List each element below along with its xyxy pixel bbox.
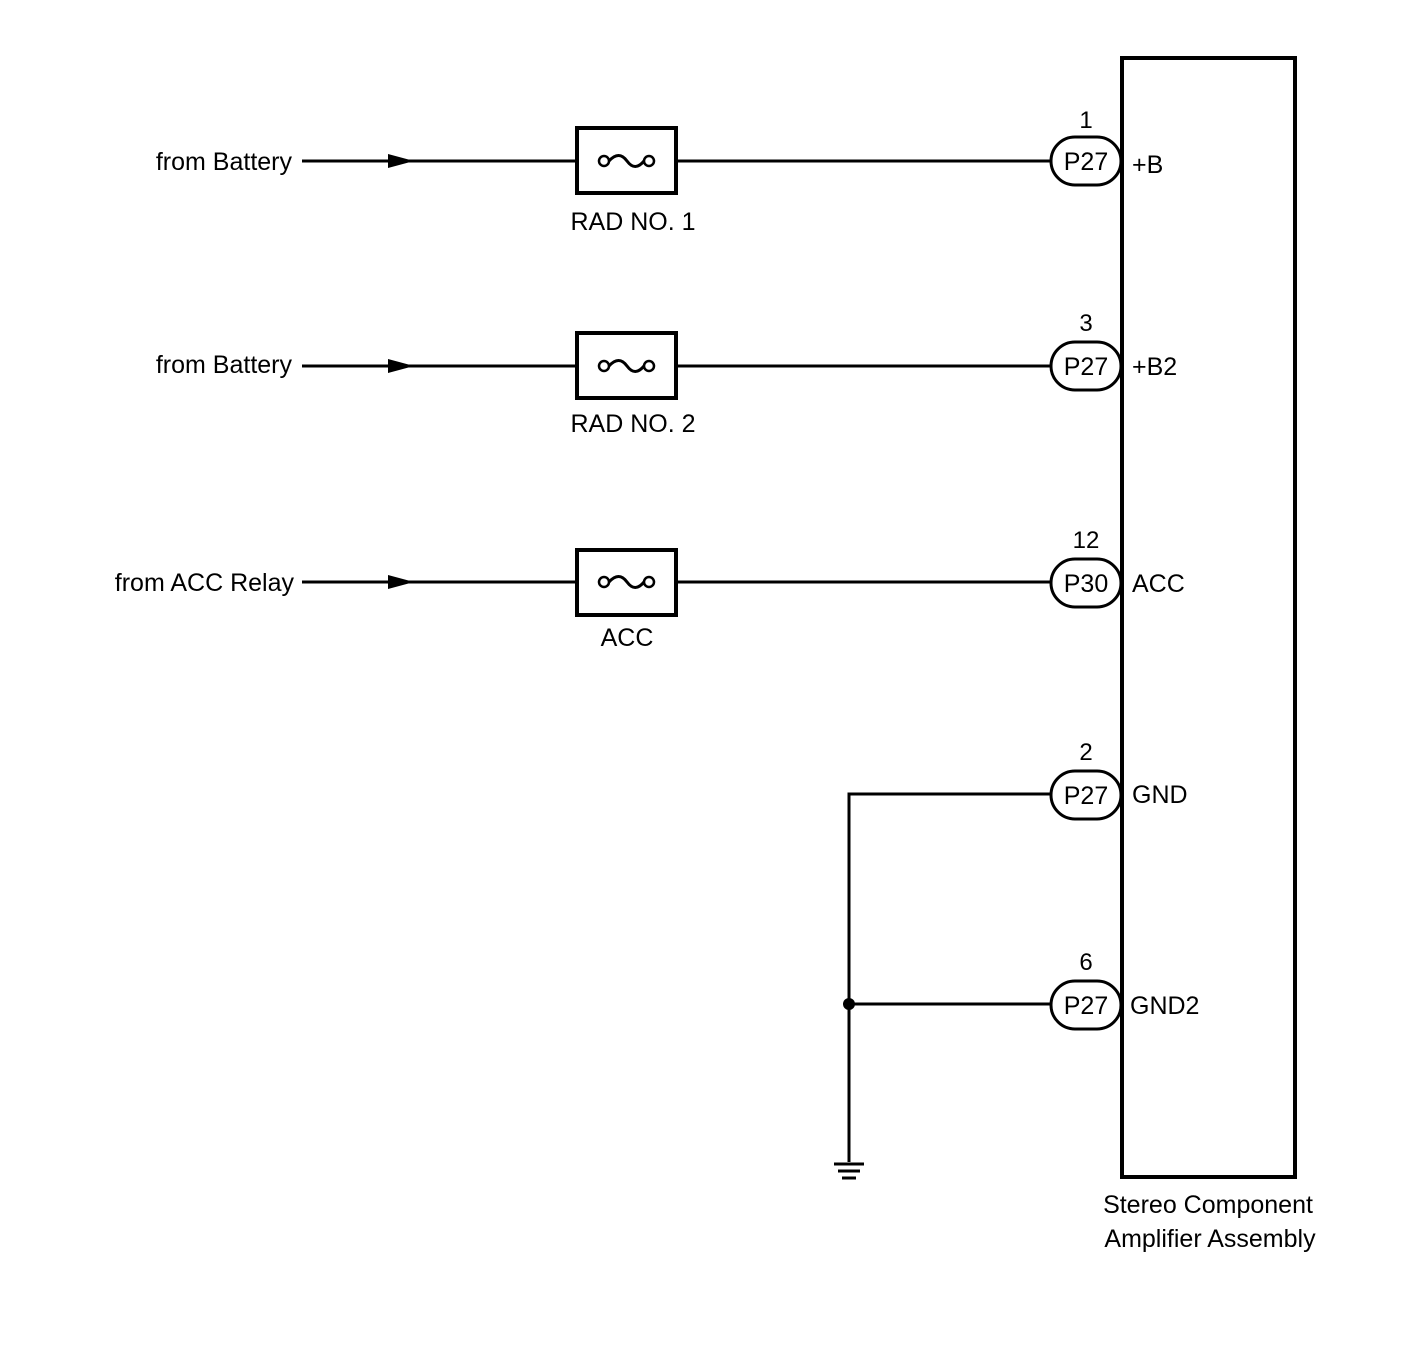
terminal-label: +B2	[1132, 353, 1177, 381]
circuit-b2: from Battery RAD NO. 2 P27 3 +B2	[156, 310, 1177, 438]
component-label-line2: Amplifier Assembly	[1104, 1225, 1316, 1253]
connector	[1049, 979, 1123, 1031]
connector	[1049, 135, 1123, 187]
pin-number: 2	[1079, 739, 1092, 766]
connector-label: P27	[1064, 782, 1108, 810]
fuse-terminal	[597, 154, 611, 168]
pin-number: 1	[1079, 107, 1092, 134]
fuse-terminal	[642, 154, 656, 168]
connector-label: P27	[1064, 992, 1108, 1020]
terminal-label: +B	[1132, 151, 1163, 179]
fuse-label: RAD NO. 1	[570, 208, 695, 236]
fuse-label: ACC	[601, 624, 654, 652]
circuit-acc: from ACC Relay ACC P30 12 ACC	[115, 527, 1185, 652]
ground-circuit: P27 2 GND P27 6 GND2	[834, 739, 1199, 1180]
terminal-label: GND	[1132, 781, 1188, 809]
terminal-label: GND2	[1130, 992, 1199, 1020]
ground-wire	[847, 792, 1052, 1162]
connector	[1049, 769, 1123, 821]
ground-icon	[834, 1162, 864, 1180]
fuse-terminal	[597, 575, 611, 589]
arrow-icon	[388, 359, 414, 373]
fuse-terminal	[642, 575, 656, 589]
connector-label: P30	[1064, 570, 1108, 598]
component-label-line1: Stereo Component	[1103, 1191, 1313, 1219]
pin-number: 6	[1079, 949, 1092, 976]
connector-label: P27	[1064, 148, 1108, 176]
circuit-b: from Battery RAD NO. 1 P27 1 +B	[156, 107, 1163, 236]
fuse-element	[607, 154, 646, 168]
fuse-element	[607, 575, 646, 589]
fuse-terminal	[642, 359, 656, 373]
amplifier-box	[1120, 56, 1297, 1179]
arrow-icon	[388, 154, 414, 168]
pin-number: 12	[1073, 527, 1100, 554]
fuse-element	[607, 359, 646, 373]
junction-dot	[843, 998, 855, 1010]
connector-label: P27	[1064, 353, 1108, 381]
terminal-label: ACC	[1132, 570, 1185, 598]
fuse-label: RAD NO. 2	[570, 410, 695, 438]
source-label: from Battery	[156, 148, 293, 176]
pin-number: 3	[1079, 310, 1092, 337]
arrow-icon	[388, 575, 414, 589]
connector	[1049, 340, 1123, 392]
source-label: from Battery	[156, 351, 293, 379]
fuse-terminal	[597, 359, 611, 373]
source-label: from ACC Relay	[115, 569, 295, 597]
connector	[1049, 557, 1123, 609]
